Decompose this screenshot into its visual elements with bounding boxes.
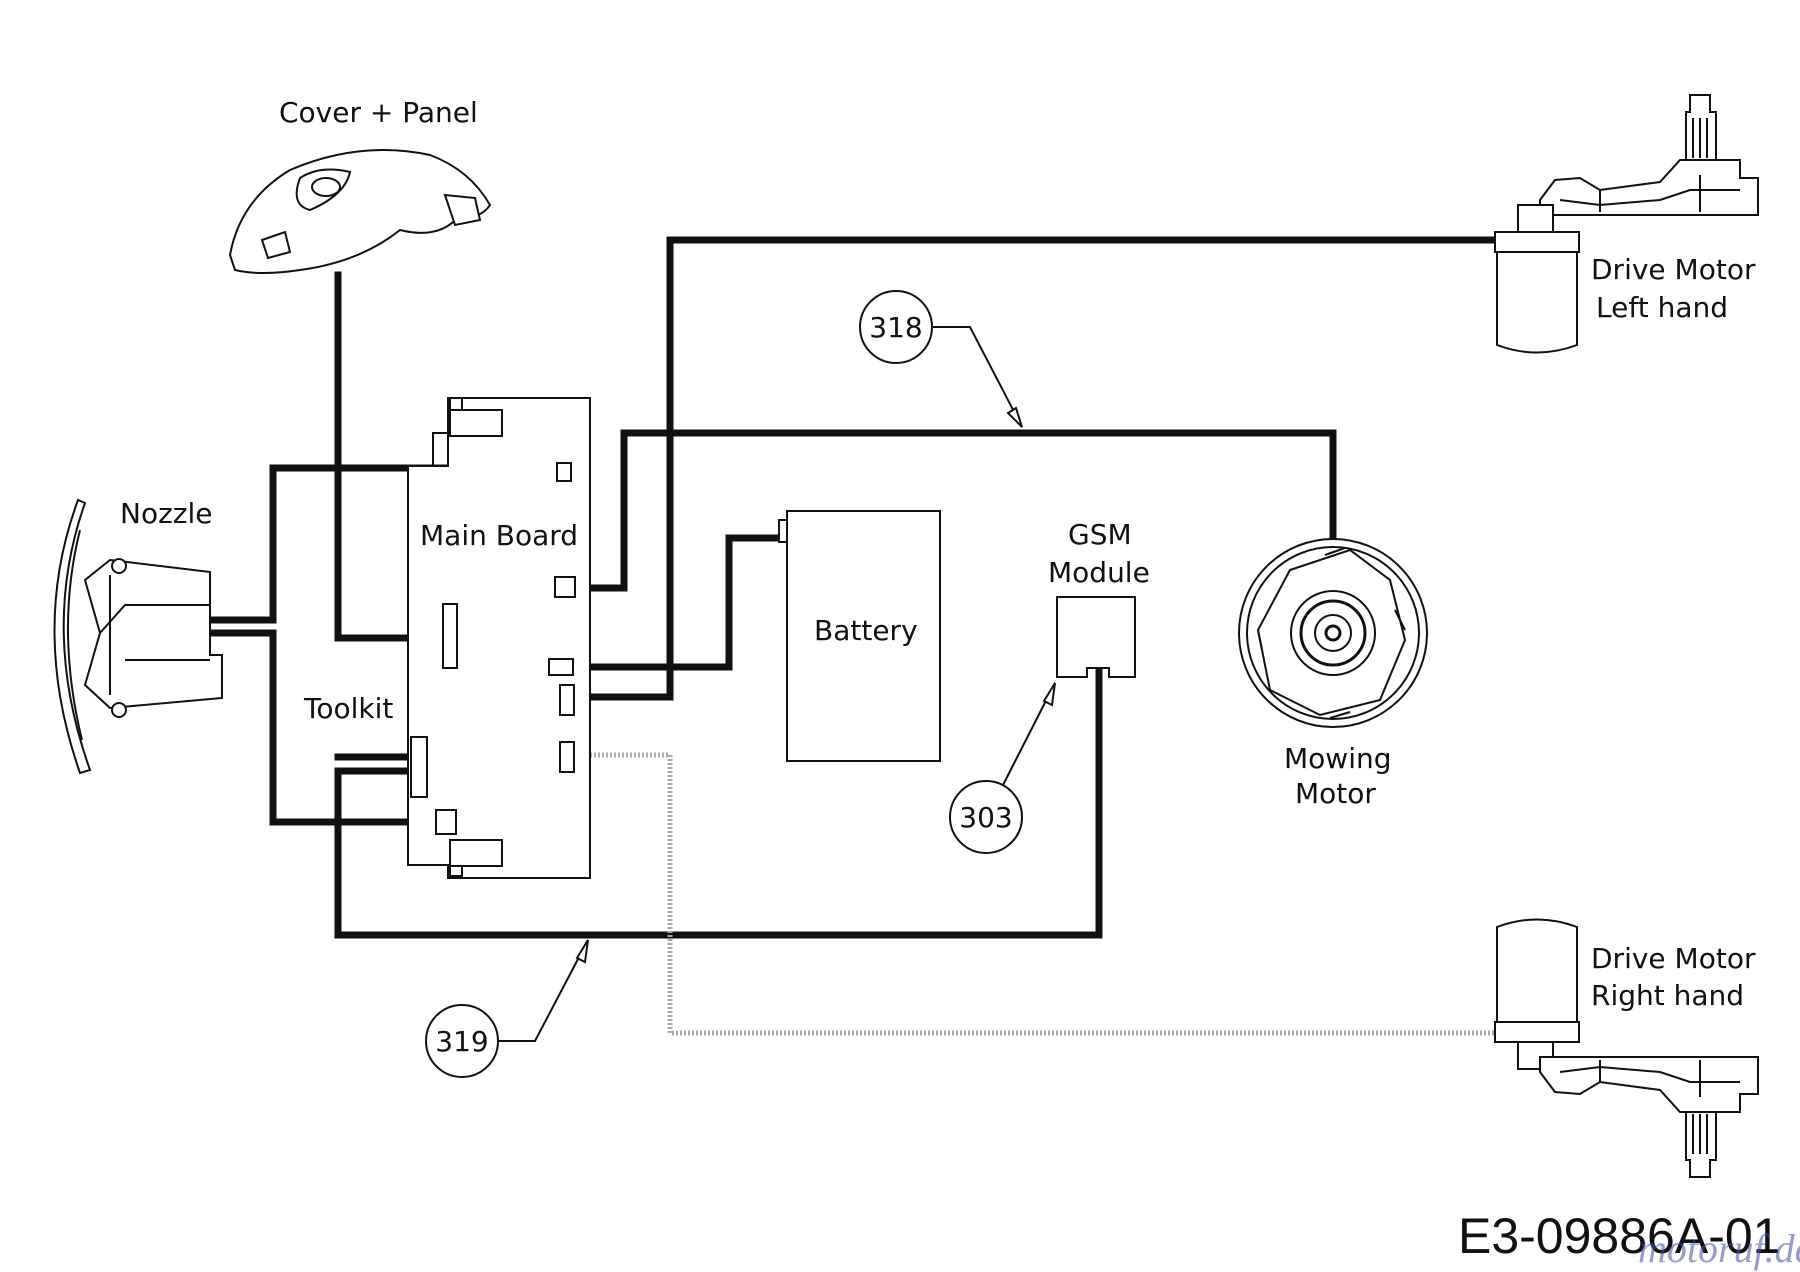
drive-left-can bbox=[1496, 251, 1578, 354]
gsm-label-line1: GSM bbox=[1068, 518, 1132, 551]
drawing-code: E3-09886A-01 bbox=[1458, 1208, 1780, 1264]
board-connector-318 bbox=[554, 576, 576, 598]
board-clip-top bbox=[449, 409, 503, 437]
nozzle: Nozzle bbox=[53, 497, 223, 775]
callout-319-text: 319 bbox=[435, 1025, 488, 1058]
drive-left-flange bbox=[1494, 231, 1580, 253]
callout-303-bubble bbox=[949, 780, 1023, 854]
wires bbox=[209, 236, 1499, 1036]
callout-319: 319 bbox=[425, 939, 589, 1078]
callout-318: 318 bbox=[859, 290, 1023, 428]
nozzle-screw-top bbox=[111, 558, 127, 574]
drive-right-gearbox-detail bbox=[1559, 1060, 1740, 1097]
mowing-motor-shaft-ring bbox=[1314, 614, 1352, 652]
board-connector-cover bbox=[442, 603, 458, 669]
toolkit-label: Toolkit bbox=[303, 692, 393, 725]
watermark: motoruf.de bbox=[1638, 1226, 1800, 1271]
board-connector-drive-right bbox=[559, 741, 575, 773]
cover-shell bbox=[228, 149, 492, 274]
gsm-module: GSM Module bbox=[1048, 518, 1150, 678]
gsm-label-line2: Module bbox=[1048, 556, 1150, 589]
battery: Battery bbox=[778, 510, 941, 762]
cover-button bbox=[311, 177, 341, 197]
drive-right-shaft-ribs bbox=[1692, 1114, 1708, 1154]
callout-303-arrowhead bbox=[1042, 682, 1056, 707]
mowing-motor-ring bbox=[1246, 546, 1420, 720]
drive-motor-left: Drive Motor Left hand bbox=[1494, 94, 1759, 354]
callout-318-arrowhead bbox=[1006, 406, 1023, 428]
cover-panel-label: Cover + Panel bbox=[279, 96, 478, 129]
drive-left-shaft-ribs bbox=[1692, 118, 1708, 158]
callout-303-text: 303 bbox=[959, 801, 1012, 834]
callout-318-leader bbox=[932, 326, 1023, 428]
nozzle-bumper-inner bbox=[66, 529, 83, 741]
board-clip-top-small bbox=[449, 397, 463, 411]
drive-left-label-line1: Drive Motor bbox=[1591, 253, 1756, 286]
callout-319-leader bbox=[498, 939, 589, 1042]
cover-panel: Cover + Panel bbox=[228, 96, 492, 274]
main-board-label: Main Board bbox=[420, 519, 578, 552]
board-connector-top bbox=[556, 462, 572, 482]
drive-right-can bbox=[1496, 918, 1578, 1023]
nozzle-head-detail bbox=[99, 575, 210, 695]
nozzle-head bbox=[83, 558, 223, 710]
drive-motor-right: Drive Motor Right hand bbox=[1494, 918, 1759, 1178]
cover-latch bbox=[443, 193, 482, 227]
drive-left-label-line2: Left hand bbox=[1596, 291, 1728, 324]
gsm-module-body bbox=[1056, 596, 1136, 678]
callout-303: 303 bbox=[949, 682, 1056, 854]
wire-318-mowing bbox=[564, 429, 1337, 592]
callout-319-arrowhead bbox=[575, 939, 589, 964]
drive-left-gearbox-detail bbox=[1559, 175, 1740, 212]
nozzle-screw-bottom bbox=[111, 702, 127, 718]
wire-battery bbox=[564, 534, 787, 671]
board-connector-drive-left bbox=[559, 684, 575, 716]
main-board: Main Board bbox=[407, 397, 591, 879]
board-connector-nozzle-bottom bbox=[435, 809, 457, 835]
callout-318-text: 318 bbox=[869, 311, 922, 344]
mowing-motor-hub-inner bbox=[1299, 599, 1367, 667]
wire-nozzle-bottom bbox=[209, 629, 444, 826]
nozzle-label: Nozzle bbox=[120, 497, 212, 530]
drive-right-gearbox bbox=[1539, 1056, 1759, 1113]
mowing-motor-tabs bbox=[1257, 547, 1406, 719]
board-connector-battery bbox=[548, 658, 574, 676]
board-clip-bottom bbox=[449, 839, 503, 867]
battery-label: Battery bbox=[814, 614, 918, 647]
main-board-outline bbox=[407, 397, 591, 879]
drive-right-label-line2: Right hand bbox=[1591, 979, 1744, 1012]
cover-lower-panel bbox=[260, 230, 292, 260]
battery-body bbox=[786, 510, 941, 762]
mowing-motor: Mowing Motor bbox=[1238, 538, 1428, 810]
wire-drive-right-dotted bbox=[570, 752, 1495, 1036]
drive-left-flange-top bbox=[1517, 204, 1554, 233]
board-connector-toolkit bbox=[410, 736, 428, 798]
drive-right-label-line1: Drive Motor bbox=[1591, 942, 1756, 975]
board-clip-bottom-small bbox=[449, 865, 463, 877]
mowing-label-line1: Mowing bbox=[1284, 742, 1392, 775]
battery-terminal bbox=[778, 519, 788, 543]
drive-right-flange bbox=[1494, 1021, 1580, 1043]
wire-319-gsm bbox=[334, 667, 1103, 939]
mowing-motor-shaft bbox=[1324, 624, 1342, 642]
mowing-label-line2: Motor bbox=[1295, 777, 1376, 810]
drive-left-gearbox bbox=[1539, 159, 1759, 216]
nozzle-bumper bbox=[53, 498, 92, 775]
wire-drive-left bbox=[564, 236, 1499, 701]
